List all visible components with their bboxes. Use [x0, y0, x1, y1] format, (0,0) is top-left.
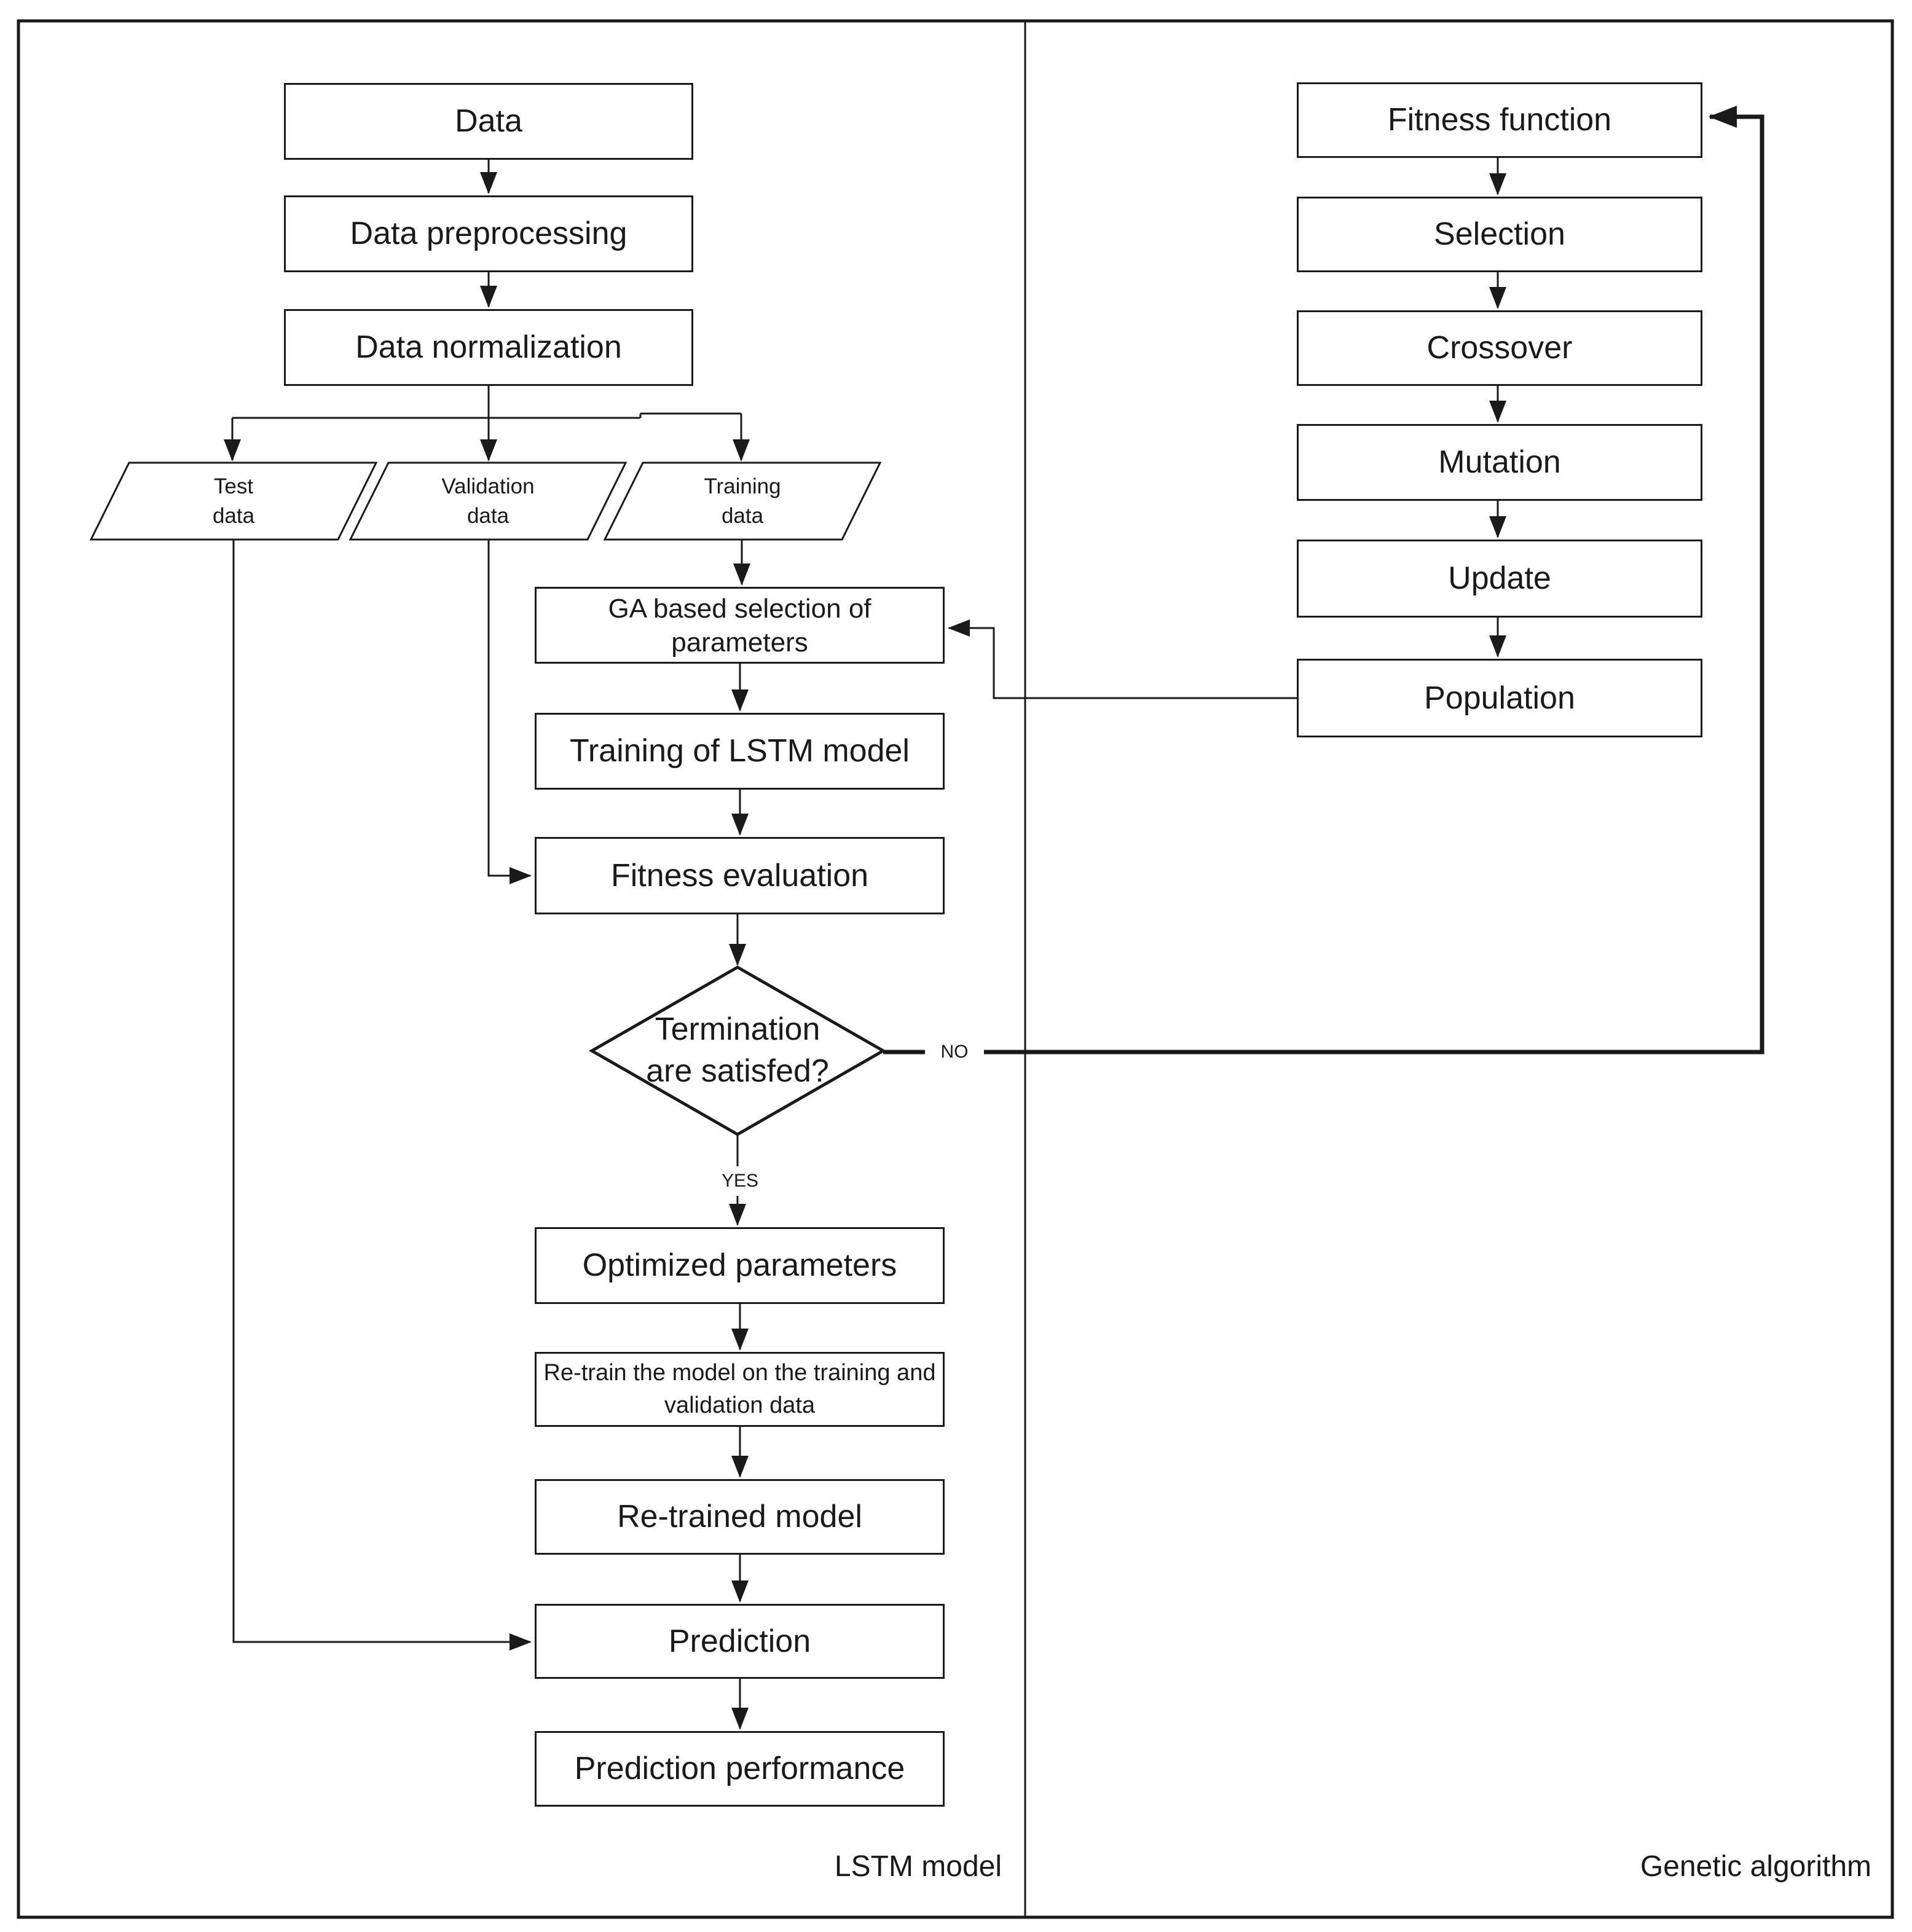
node-termination-decision: Termination are satisfed?	[615, 1003, 860, 1099]
node-optimized-parameters: Optimized parameters	[535, 1227, 945, 1304]
node-data-normalization-label: Data normalization	[355, 329, 622, 365]
node-crossover: Crossover	[1297, 310, 1702, 386]
node-data-preprocessing-label: Data preprocessing	[350, 216, 627, 251]
node-crossover-label: Crossover	[1426, 330, 1573, 366]
lstm-panel-label: LSTM model	[834, 1850, 1002, 1883]
training-data-shape	[603, 461, 882, 541]
test-data-line2: data	[212, 503, 255, 528]
validation-data-line2: data	[466, 503, 509, 528]
test-data-shape	[89, 461, 378, 541]
node-selection: Selection	[1297, 197, 1702, 272]
training-data-line2: data	[721, 503, 764, 528]
node-validation-data: Validation data	[388, 463, 588, 540]
termination-line1: Termination	[655, 1011, 820, 1048]
node-data: Data	[284, 83, 693, 160]
validation-data-shape	[348, 461, 627, 541]
node-retrained-model: Re-trained model	[535, 1479, 945, 1555]
node-mutation: Mutation	[1297, 424, 1702, 501]
node-update-label: Update	[1448, 560, 1551, 596]
node-retrain: Re-train the model on the training and v…	[535, 1352, 945, 1427]
node-update: Update	[1297, 540, 1702, 618]
node-prediction: Prediction	[535, 1604, 945, 1679]
test-data-line1: Test	[213, 474, 254, 499]
node-ga-selection: GA based selection of parameters	[535, 587, 945, 664]
outer-frame	[17, 19, 1894, 1919]
node-prediction-label: Prediction	[668, 1623, 811, 1659]
node-fitness-evaluation-label: Fitness evaluation	[610, 857, 869, 893]
validation-data-line1: Validation	[441, 474, 535, 499]
node-prediction-performance: Prediction performance	[535, 1731, 945, 1807]
node-training-lstm: Training of LSTM model	[535, 713, 945, 790]
node-data-normalization: Data normalization	[284, 309, 693, 386]
node-data-label: Data	[455, 103, 522, 139]
training-data-line1: Training	[704, 474, 781, 499]
node-fitness-function-label: Fitness function	[1387, 102, 1612, 138]
node-fitness-evaluation: Fitness evaluation	[535, 837, 945, 914]
ga-selection-line1: GA based selection of	[608, 593, 871, 624]
node-population: Population	[1297, 659, 1702, 737]
node-training-lstm-label: Training of LSTM model	[570, 733, 910, 769]
no-loop-connector	[883, 106, 1764, 1054]
node-population-label: Population	[1424, 680, 1575, 716]
node-optimized-parameters-label: Optimized parameters	[582, 1247, 897, 1283]
retrain-line2: validation data	[664, 1392, 816, 1418]
node-mutation-label: Mutation	[1438, 444, 1561, 480]
test-to-prediction-connector	[232, 540, 532, 1651]
validation-to-fitness-eval-connector	[487, 540, 532, 884]
node-prediction-performance-label: Prediction performance	[574, 1751, 905, 1786]
population-to-ga-connector	[948, 619, 1297, 699]
node-selection-label: Selection	[1434, 216, 1565, 252]
node-test-data: Test data	[129, 463, 338, 540]
split-connector	[232, 386, 741, 419]
node-training-data: Training data	[643, 463, 842, 540]
retrain-line1: Re-train the model on the training and	[543, 1359, 936, 1386]
yes-branch-label: YES	[707, 1166, 773, 1196]
node-data-preprocessing: Data preprocessing	[284, 195, 693, 272]
genetic-panel-label: Genetic algorithm	[1640, 1850, 1871, 1883]
no-branch-label: NO	[925, 1037, 984, 1067]
termination-line2: are satisfed?	[646, 1053, 829, 1089]
node-retrained-model-label: Re-trained model	[617, 1499, 862, 1534]
ga-selection-line2: parameters	[671, 627, 808, 658]
node-fitness-function: Fitness function	[1297, 82, 1702, 158]
